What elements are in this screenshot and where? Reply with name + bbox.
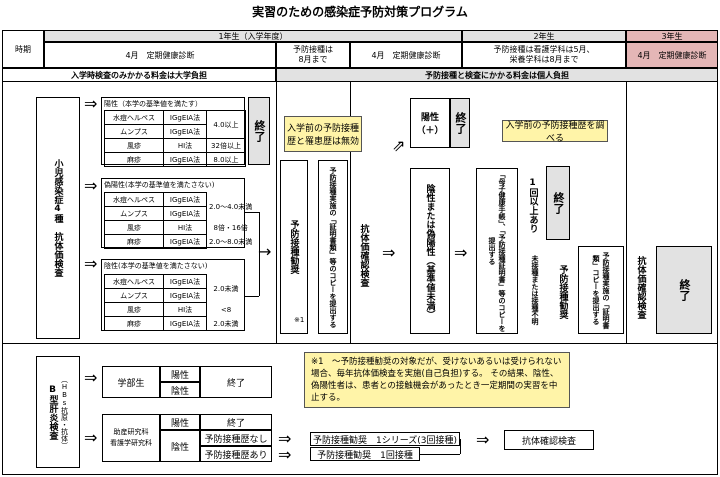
arrow-icon: ⇒ [84, 368, 98, 387]
y1-checkup: 4月 定期健康診断 [44, 42, 276, 68]
cell: ムンプス [104, 288, 164, 303]
cell: HI法 [163, 138, 207, 153]
positive2-result: 終了 [450, 98, 470, 148]
arrow-icon: ⇒ [84, 176, 98, 195]
cell: 2.0～8.0未満 [209, 237, 253, 246]
arrow-icon: ⇒ [278, 429, 292, 448]
cell: 麻疹 [104, 234, 164, 249]
y2-checkup-a: 4月 定期健康診断 [350, 42, 462, 68]
positive-result: 終了 [248, 97, 270, 165]
negative-heading: 陰性(本学の基準値を満たさない) [104, 262, 208, 270]
hepb-label: B型肝炎検査 （HBs抗原・抗体） [36, 356, 80, 468]
year2-header: 2年生 [462, 30, 626, 42]
arrow-icon: ⇒ [84, 94, 98, 113]
cell: 麻疹 [104, 152, 164, 167]
cell: IGgEIA法 [163, 124, 207, 139]
cell: HI法 [163, 220, 207, 235]
year1-header: 1年生（入学年度） [44, 30, 462, 42]
undergrad-positive: 陽性 [160, 366, 200, 382]
unvaccinated-label: 未接種または接種不明 [531, 255, 539, 325]
cost-left-banner: 入学時検査のみかかる料金は大学負担 [2, 68, 276, 82]
year3-header: 3年生 [626, 30, 718, 42]
cell: IGgEIA法 [163, 192, 207, 207]
arrow-icon: ⇒ [84, 428, 98, 447]
cell: 水痘ヘルペス [104, 274, 164, 289]
cell: 麻疹 [104, 316, 164, 331]
cell: IGgEIA法 [163, 234, 207, 249]
hepb-panel [2, 344, 718, 475]
callout-check-history: 入学前の予防接種歴を調べる [502, 120, 608, 144]
period-label: 時期 [2, 30, 44, 68]
cell: 水痘ヘルペス [104, 192, 164, 207]
grad-positive: 陽性 [160, 414, 200, 430]
vacc-recommend-2: 予防接種勧奨 [557, 265, 568, 319]
once-more-label: 1回以上あり [527, 177, 538, 233]
cost-right-banner: 予防接種と検査にかかる料金は個人負担 [276, 68, 718, 82]
childhood-antibody-label: 小児感染症4種 抗体価検査 [36, 97, 80, 339]
cell: 32倍以上 [206, 138, 246, 153]
grad-history: 予防接種歴あり [200, 446, 272, 462]
grad-check: 抗体確認検査 [504, 430, 594, 450]
cell: 風疹 [104, 220, 164, 235]
vacc-recommend-box: 予防接種勧奨 [280, 160, 308, 334]
positive-heading: 陽性（本学の基準値を満たす） [104, 100, 202, 108]
antibody-check-1: 抗体価確認検査 [358, 223, 369, 287]
callout-invalid-history: 入学前の予防接種歴と罹患歴は無効 [284, 116, 362, 152]
cell: ムンプス [104, 206, 164, 221]
note-callout: ※1 ～予防接種勧奨の対象だが、受けないあるいは受けられない場合、毎年抗体価検査… [304, 352, 570, 408]
once-more-result: 終了 [546, 166, 570, 240]
cell: 8倍・16倍 [213, 223, 248, 232]
cell: HI法 [163, 302, 207, 317]
submit-record-box: 「母子健康手帳」、「予防接種証明書」等のコピーを提出する [476, 168, 518, 334]
submit-cert-box: 予防接種実施の「証明書類」等のコピーを提出する [318, 160, 348, 334]
cell: <8 [220, 305, 232, 314]
y2-vacc-deadline: 予防接種は看護学科は5月、 栄養学科は8月まで [462, 42, 626, 68]
pseudo-heading: 偽陽性(本学の基準値を満たさない) [104, 181, 215, 189]
cell: 2.0未満 [213, 319, 239, 328]
cell: IGgEIA法 [163, 316, 207, 331]
positive2-label: 陽性（＋） [410, 98, 450, 148]
cell: ムンプス [104, 124, 164, 139]
arrow-icon: ⇒ [476, 430, 490, 449]
grad-vacc-once: 予防接種勧奨 1回接種 [310, 447, 420, 461]
main-panel [2, 82, 718, 344]
cell: IGgEIA法 [163, 206, 207, 221]
final-result: 終了 [656, 246, 712, 334]
cell: IGgEIA法 [163, 274, 207, 289]
cell: IGgEIA法 [163, 152, 207, 167]
y1-vacc-deadline: 予防接種は 8月まで [276, 42, 350, 68]
grad-label: 助産研究科 看護学研究科 [102, 414, 160, 462]
cell: 水痘ヘルペス [104, 110, 164, 125]
cell: IGgEIA法 [163, 288, 207, 303]
grad-positive-result: 終了 [200, 414, 272, 430]
cell: 風疹 [104, 138, 164, 153]
cell: 4.0以上 [206, 110, 246, 139]
arrow-icon: ⇒ [382, 243, 396, 262]
cell: 風疹 [104, 302, 164, 317]
grad-vacc-series: 予防接種勧奨 1シリーズ(3回接種) [310, 432, 460, 446]
cell: 2.0～4.0未満 [209, 202, 253, 211]
grad-no-history: 予防接種歴なし [200, 430, 272, 446]
arrow-icon: → [258, 242, 272, 261]
undergrad-label: 学部生 [102, 366, 160, 398]
negative2-label: 陰性または偽陽性（基準値未満） [410, 168, 450, 334]
antibody-check-2: 抗体価確認検査 [635, 255, 646, 319]
note-marker: ※1 [294, 316, 305, 324]
arrow-icon: ⇗ [392, 136, 406, 155]
grad-negative: 陰性 [160, 430, 200, 462]
submit-cert-box-2: 予防接種実施の「証明書類」コピーを提出する [578, 246, 624, 334]
y3-checkup: 4月 定期健康診断 [626, 42, 718, 68]
undergrad-negative: 陰性 [160, 382, 200, 398]
undergrad-result: 終了 [200, 366, 272, 398]
cell: 2.0未満 [213, 284, 239, 293]
arrow-icon: ⇒ [84, 254, 98, 273]
arrow-icon: ⇒ [278, 445, 292, 464]
arrow-icon: ⇒ [454, 243, 468, 262]
cell: 8.0以上 [206, 152, 246, 167]
page-title: 実習のための感染症予防対策プログラム [252, 5, 468, 19]
cell: IGgEIA法 [163, 110, 207, 125]
